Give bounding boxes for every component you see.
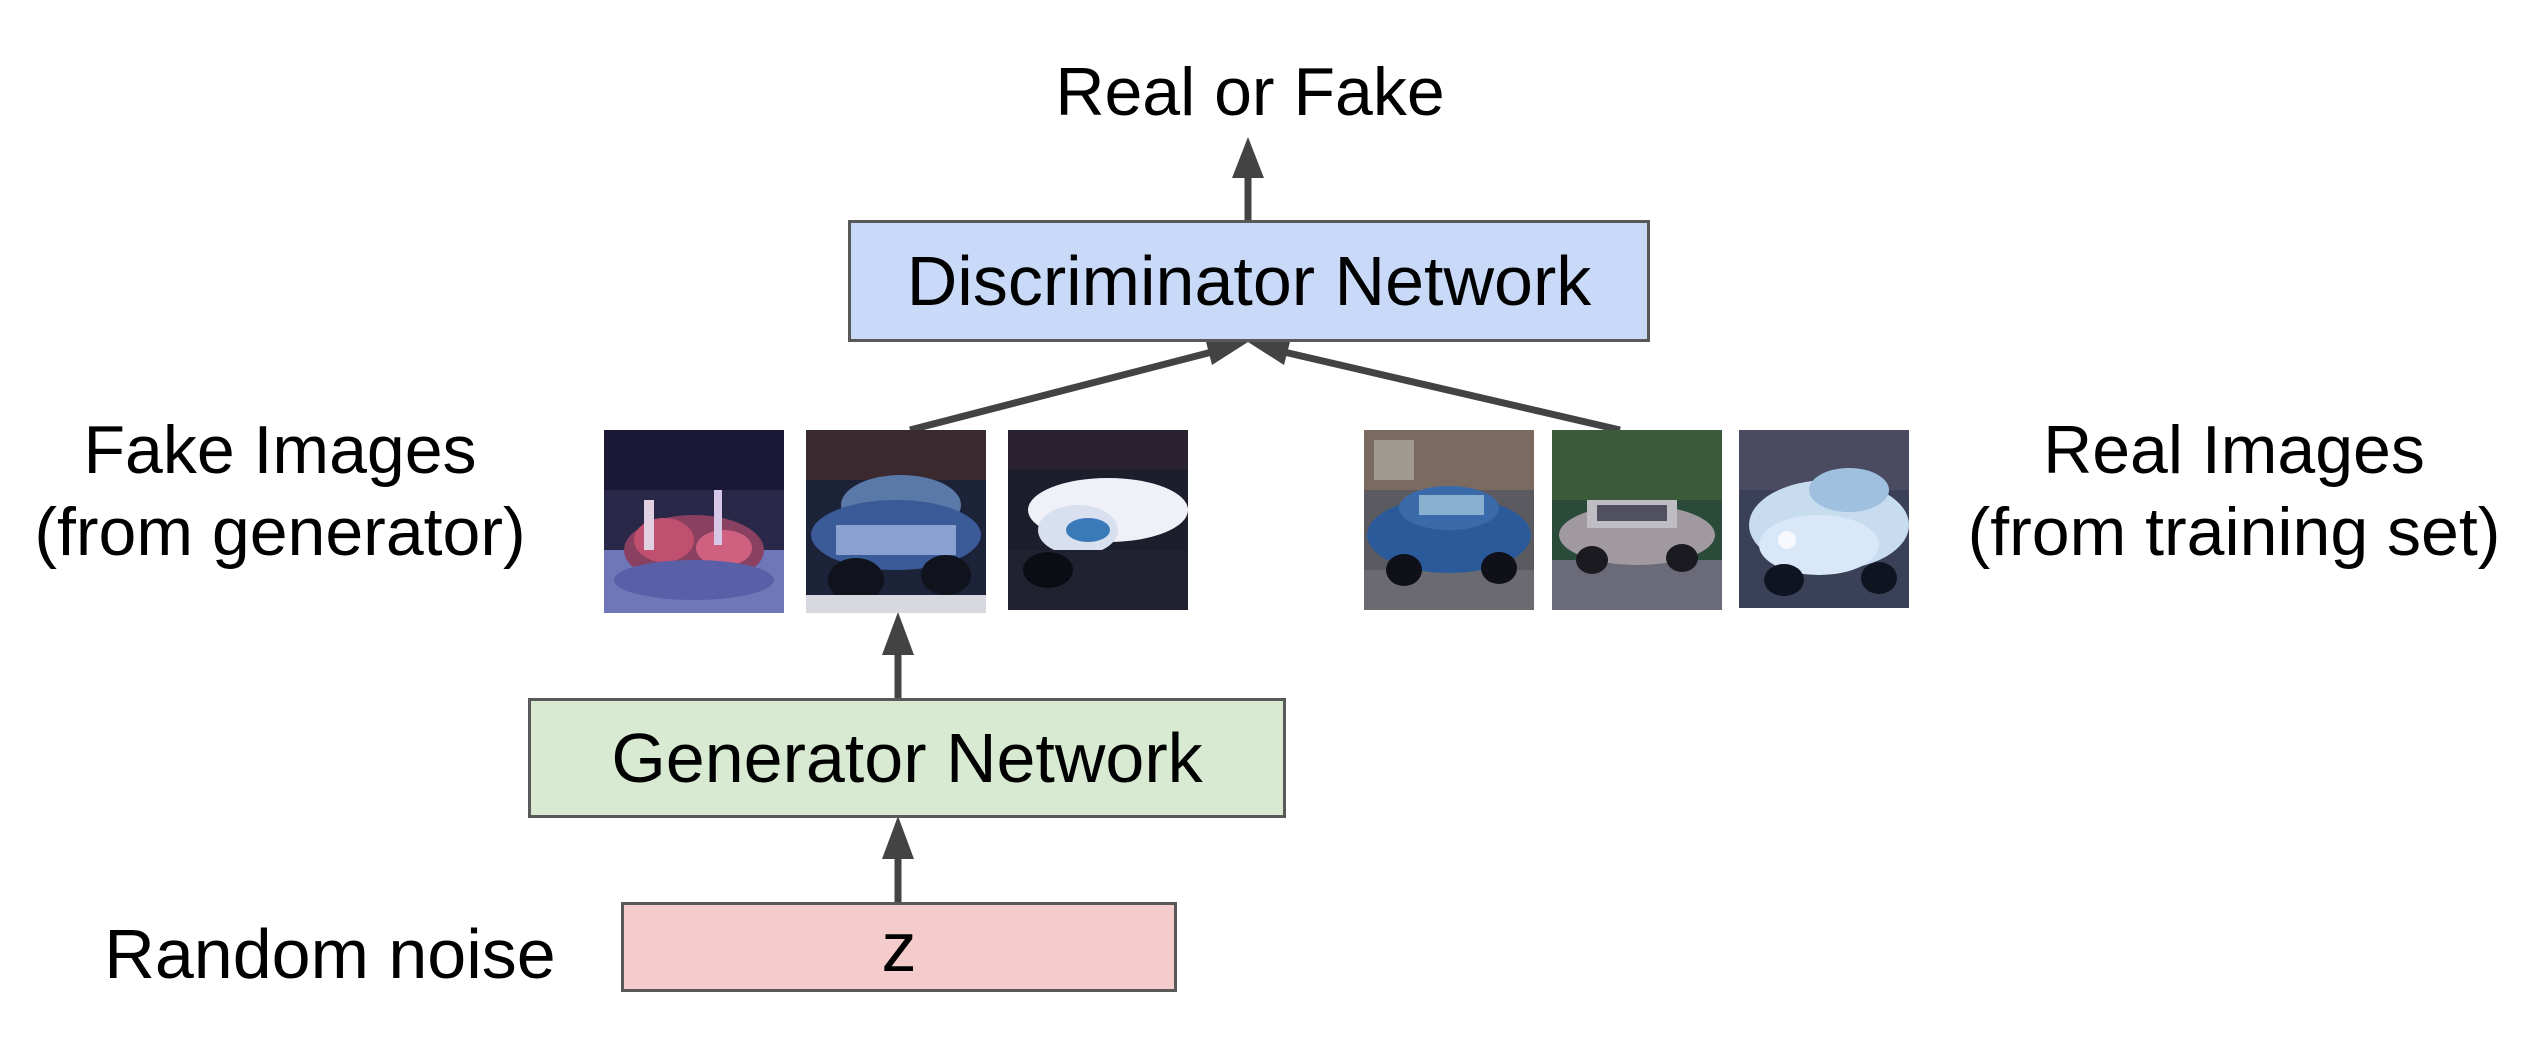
real-image-3 <box>1739 430 1909 608</box>
arrow-real-to-discriminator <box>1283 348 1621 434</box>
arrowhead-generator-to-fake <box>882 612 914 655</box>
discriminator-box: Discriminator Network <box>848 220 1650 342</box>
real-images-title: Real Images <box>2043 412 2425 488</box>
arrowhead-output <box>1232 137 1264 178</box>
real-images-label: Real Images (from training set) <box>1944 410 2524 573</box>
real-image-1 <box>1364 430 1534 610</box>
discriminator-label: Discriminator Network <box>906 242 1592 320</box>
noise-z-label: z <box>881 908 917 986</box>
real-image-2 <box>1552 430 1722 610</box>
fake-image-2 <box>806 430 986 613</box>
generator-label: Generator Network <box>611 719 1203 797</box>
random-noise-label: Random noise <box>104 915 556 993</box>
generator-box: Generator Network <box>528 698 1286 818</box>
fake-image-1 <box>604 430 784 613</box>
arrow-fake-to-discriminator <box>909 348 1213 434</box>
output-label: Real or Fake <box>1055 54 1445 130</box>
fake-images-title: Fake Images <box>83 412 477 488</box>
fake-image-3 <box>1008 430 1188 610</box>
arrowhead-noise-to-generator <box>882 816 914 859</box>
fake-images-subtitle: (from generator) <box>34 493 526 570</box>
fake-images-label: Fake Images (from generator) <box>0 410 560 573</box>
real-images-subtitle: (from training set) <box>1967 493 2501 570</box>
noise-z-box: z <box>621 902 1177 992</box>
